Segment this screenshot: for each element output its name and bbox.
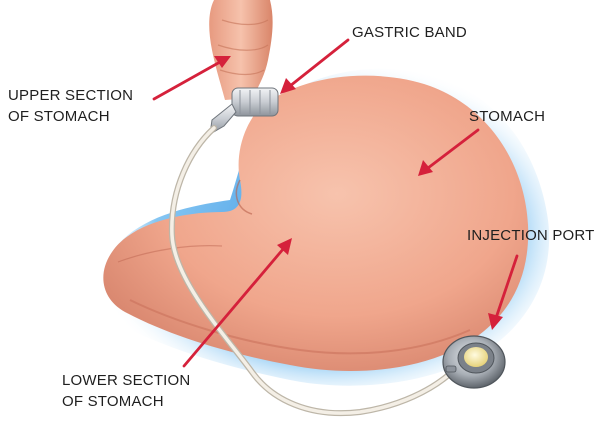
label-lower-section: LOWER SECTION OF STOMACH <box>62 370 190 412</box>
label-gastric-band: GASTRIC BAND <box>352 22 467 43</box>
label-lower-section-line2: OF STOMACH <box>62 391 190 412</box>
label-upper-section-line1: UPPER SECTION <box>8 85 133 106</box>
label-lower-section-line1: LOWER SECTION <box>62 370 190 391</box>
label-upper-section-line2: OF STOMACH <box>8 106 133 127</box>
label-injection-port: INJECTION PORT <box>467 225 595 246</box>
injection-port <box>443 336 505 388</box>
label-stomach: STOMACH <box>469 106 545 127</box>
label-injection-port-text: INJECTION PORT <box>467 225 595 246</box>
label-upper-section: UPPER SECTION OF STOMACH <box>8 85 133 127</box>
stomach-body <box>103 76 528 371</box>
label-stomach-text: STOMACH <box>469 106 545 127</box>
label-gastric-band-text: GASTRIC BAND <box>352 22 467 43</box>
